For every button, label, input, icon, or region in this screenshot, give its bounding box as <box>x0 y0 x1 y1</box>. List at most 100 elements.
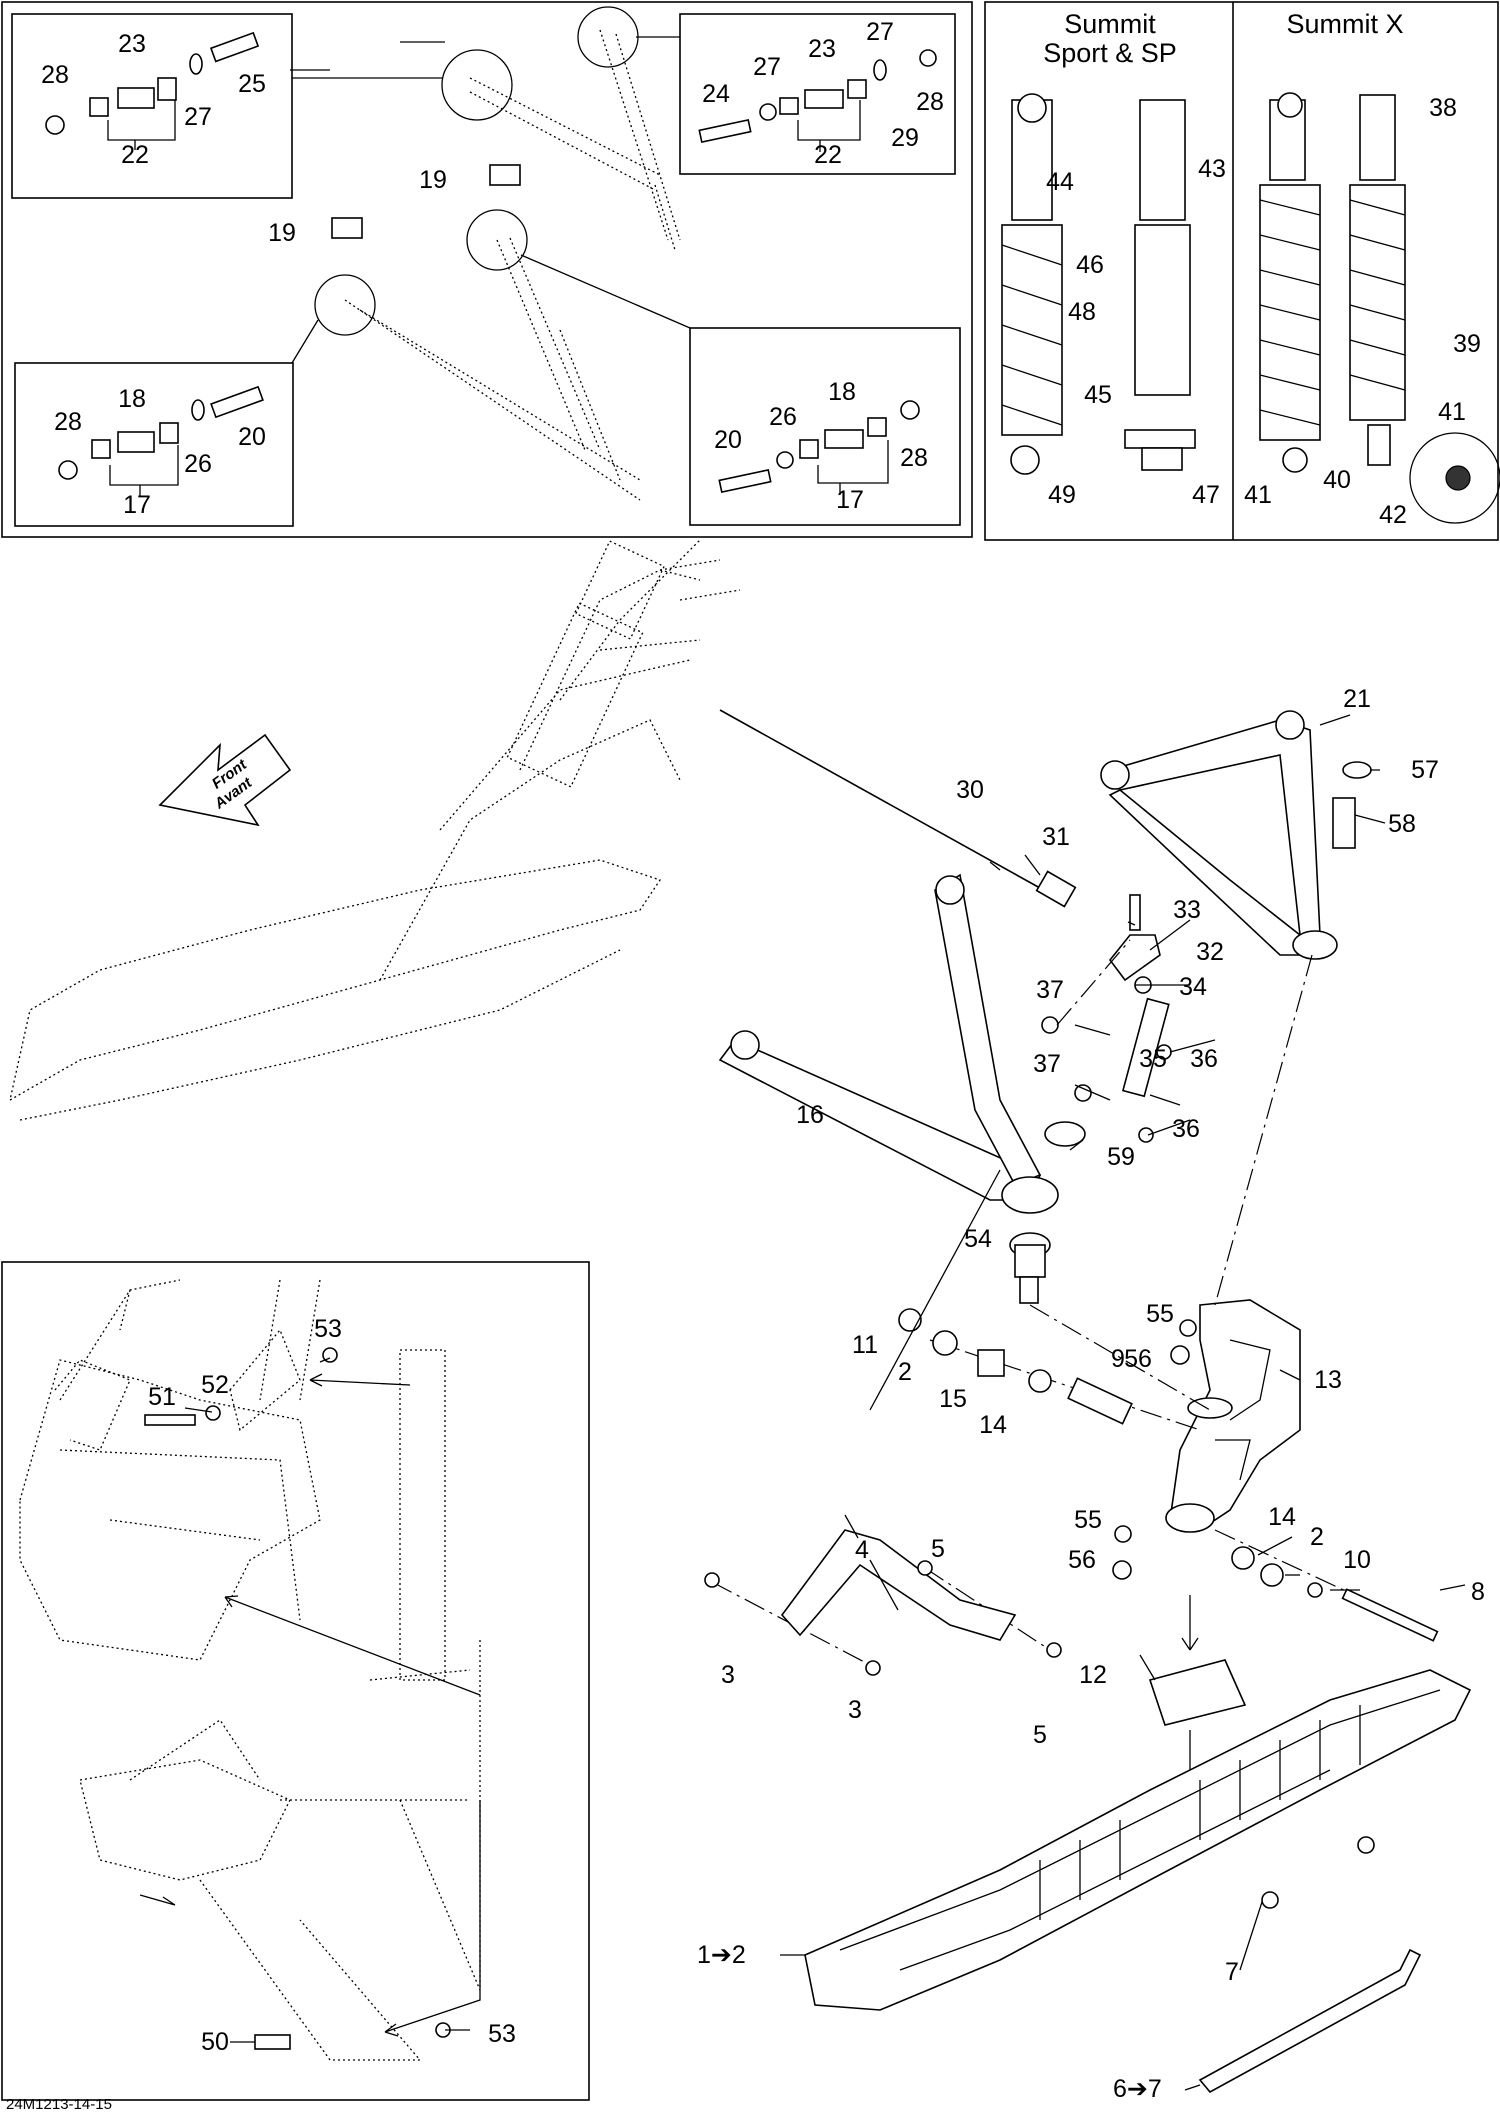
shock-summit-x-right <box>1349 94 1406 466</box>
part-labels: 28 23 25 27 22 27 23 27 24 28 29 22 19 1… <box>41 18 1485 2056</box>
part-label: 52 <box>201 1371 229 1399</box>
part-label: 3 <box>721 1661 735 1689</box>
part-label: 23 <box>808 35 836 63</box>
hardware-row-top-left <box>45 31 260 135</box>
part-label: 53 <box>314 1315 342 1343</box>
bushing-14-right <box>1231 1546 1255 1570</box>
part-label: 38 <box>1429 94 1457 122</box>
bolt-33 <box>1129 894 1141 931</box>
part-label: 59 <box>1107 1143 1135 1171</box>
part-label: 40 <box>1323 466 1351 494</box>
part-label: 58 <box>1388 810 1416 838</box>
bottom-left-panel <box>1 1261 590 2101</box>
bushing-14-left <box>1028 1369 1052 1393</box>
lower-a-arm <box>718 873 1059 1214</box>
part-label: 21 <box>1343 685 1371 713</box>
part-label: 57 <box>1411 756 1439 784</box>
inset-lower-right-sub-box <box>689 327 961 526</box>
summit-sport-header-line1: Summit <box>1064 9 1156 39</box>
part-label: 10 <box>1343 1546 1371 1574</box>
inset-frame-outline <box>19 1279 481 2061</box>
part-label: 27 <box>184 103 212 131</box>
part-label: 43 <box>1198 155 1226 183</box>
alignment-line-upper <box>1214 954 1313 1306</box>
nut-53-upper <box>322 1347 338 1363</box>
callout-1-to-2: 1➔2 <box>697 1941 746 1969</box>
part-label: 4 <box>855 1536 869 1564</box>
part-label: 22 <box>121 141 149 169</box>
shock-panel <box>984 1 1499 541</box>
part-label: 24 <box>702 80 730 108</box>
ring-57 <box>1342 761 1372 779</box>
part-label: 45 <box>1084 381 1112 409</box>
part-label: 5 <box>931 1535 945 1563</box>
part-label: 55 <box>1074 1506 1102 1534</box>
spindle-13 <box>1165 1299 1301 1533</box>
part-label: 22 <box>814 141 842 169</box>
inset-upper-sub-box <box>11 13 293 199</box>
hardware-row-top-right <box>698 49 937 144</box>
leader-lines <box>184 41 1466 2091</box>
part-label: 31 <box>1042 823 1070 851</box>
part-label: 2 <box>898 1358 912 1386</box>
bolt-5-lower <box>1046 1642 1062 1658</box>
inset-upper-right-sub-box <box>679 13 956 175</box>
adjuster-knob <box>1445 465 1471 491</box>
part-label: 12 <box>1079 1661 1107 1689</box>
part-label: 27 <box>866 18 894 46</box>
nut-7-upper <box>1357 1836 1375 1854</box>
front-direction-arrow: Front Avant <box>158 733 292 827</box>
washer-10 <box>1307 1582 1323 1598</box>
part-label: 50 <box>201 2028 229 2056</box>
bolt-5-upper <box>917 1560 933 1576</box>
alignment-line-spindle-axle <box>929 1339 1201 1431</box>
part-label: 34 <box>1179 973 1207 1001</box>
nut-37-upper <box>1041 1016 1059 1034</box>
part-label: 37 <box>1033 1050 1061 1078</box>
part-label: 51 <box>148 1383 176 1411</box>
part-label: 30 <box>956 776 984 804</box>
runner-7 <box>1198 1948 1422 2094</box>
part-label: 41 <box>1244 481 1272 509</box>
summit-sport-header-line2: Sport & SP <box>1043 38 1177 68</box>
part-label: 15 <box>939 1385 967 1413</box>
part-label: 19 <box>419 166 447 194</box>
part-label: 18 <box>118 385 146 413</box>
part-label: 11 <box>852 1331 878 1359</box>
bushing-58 <box>1332 797 1356 849</box>
part-label: 55 <box>1146 1300 1174 1328</box>
adjuster-detail-circle <box>1409 432 1500 524</box>
part-label: 19 <box>268 219 296 247</box>
part-label: 9 <box>1111 1345 1125 1373</box>
part-label: 39 <box>1453 330 1481 358</box>
part-label: 2 <box>1310 1523 1324 1551</box>
part-label: 3 <box>848 1696 862 1724</box>
summit-x-header: Summit X <box>1286 9 1403 39</box>
part-label: 5 <box>1033 1721 1047 1749</box>
part-label: 46 <box>1076 251 1104 279</box>
bushing-19-parts <box>331 164 521 239</box>
shock-summit-sport-right <box>1124 99 1196 471</box>
diagram-code: 24M1213-14-15 <box>6 2096 112 2113</box>
bracket-32 <box>1108 934 1161 982</box>
part-label: 33 <box>1173 896 1201 924</box>
part-label: 23 <box>118 30 146 58</box>
bolt-3-upper <box>704 1572 720 1588</box>
part-label: 20 <box>238 423 266 451</box>
part-label: 26 <box>184 450 212 478</box>
part-label: 13 <box>1314 1366 1342 1394</box>
ring-59 <box>1044 1121 1086 1147</box>
bushing-31 <box>1035 870 1077 908</box>
part-label: 32 <box>1196 938 1224 966</box>
bolt-3-lower <box>865 1660 881 1676</box>
ski-2 <box>804 1669 1472 2011</box>
part-label: 28 <box>900 444 928 472</box>
part-label: 14 <box>979 1411 1007 1439</box>
bolt-8 <box>1341 1588 1439 1642</box>
part-label: 49 <box>1048 481 1076 509</box>
part-label: 35 <box>1139 1045 1167 1073</box>
washer-52 <box>205 1405 221 1421</box>
alignment-line-ball-joint <box>1029 1304 1211 1411</box>
